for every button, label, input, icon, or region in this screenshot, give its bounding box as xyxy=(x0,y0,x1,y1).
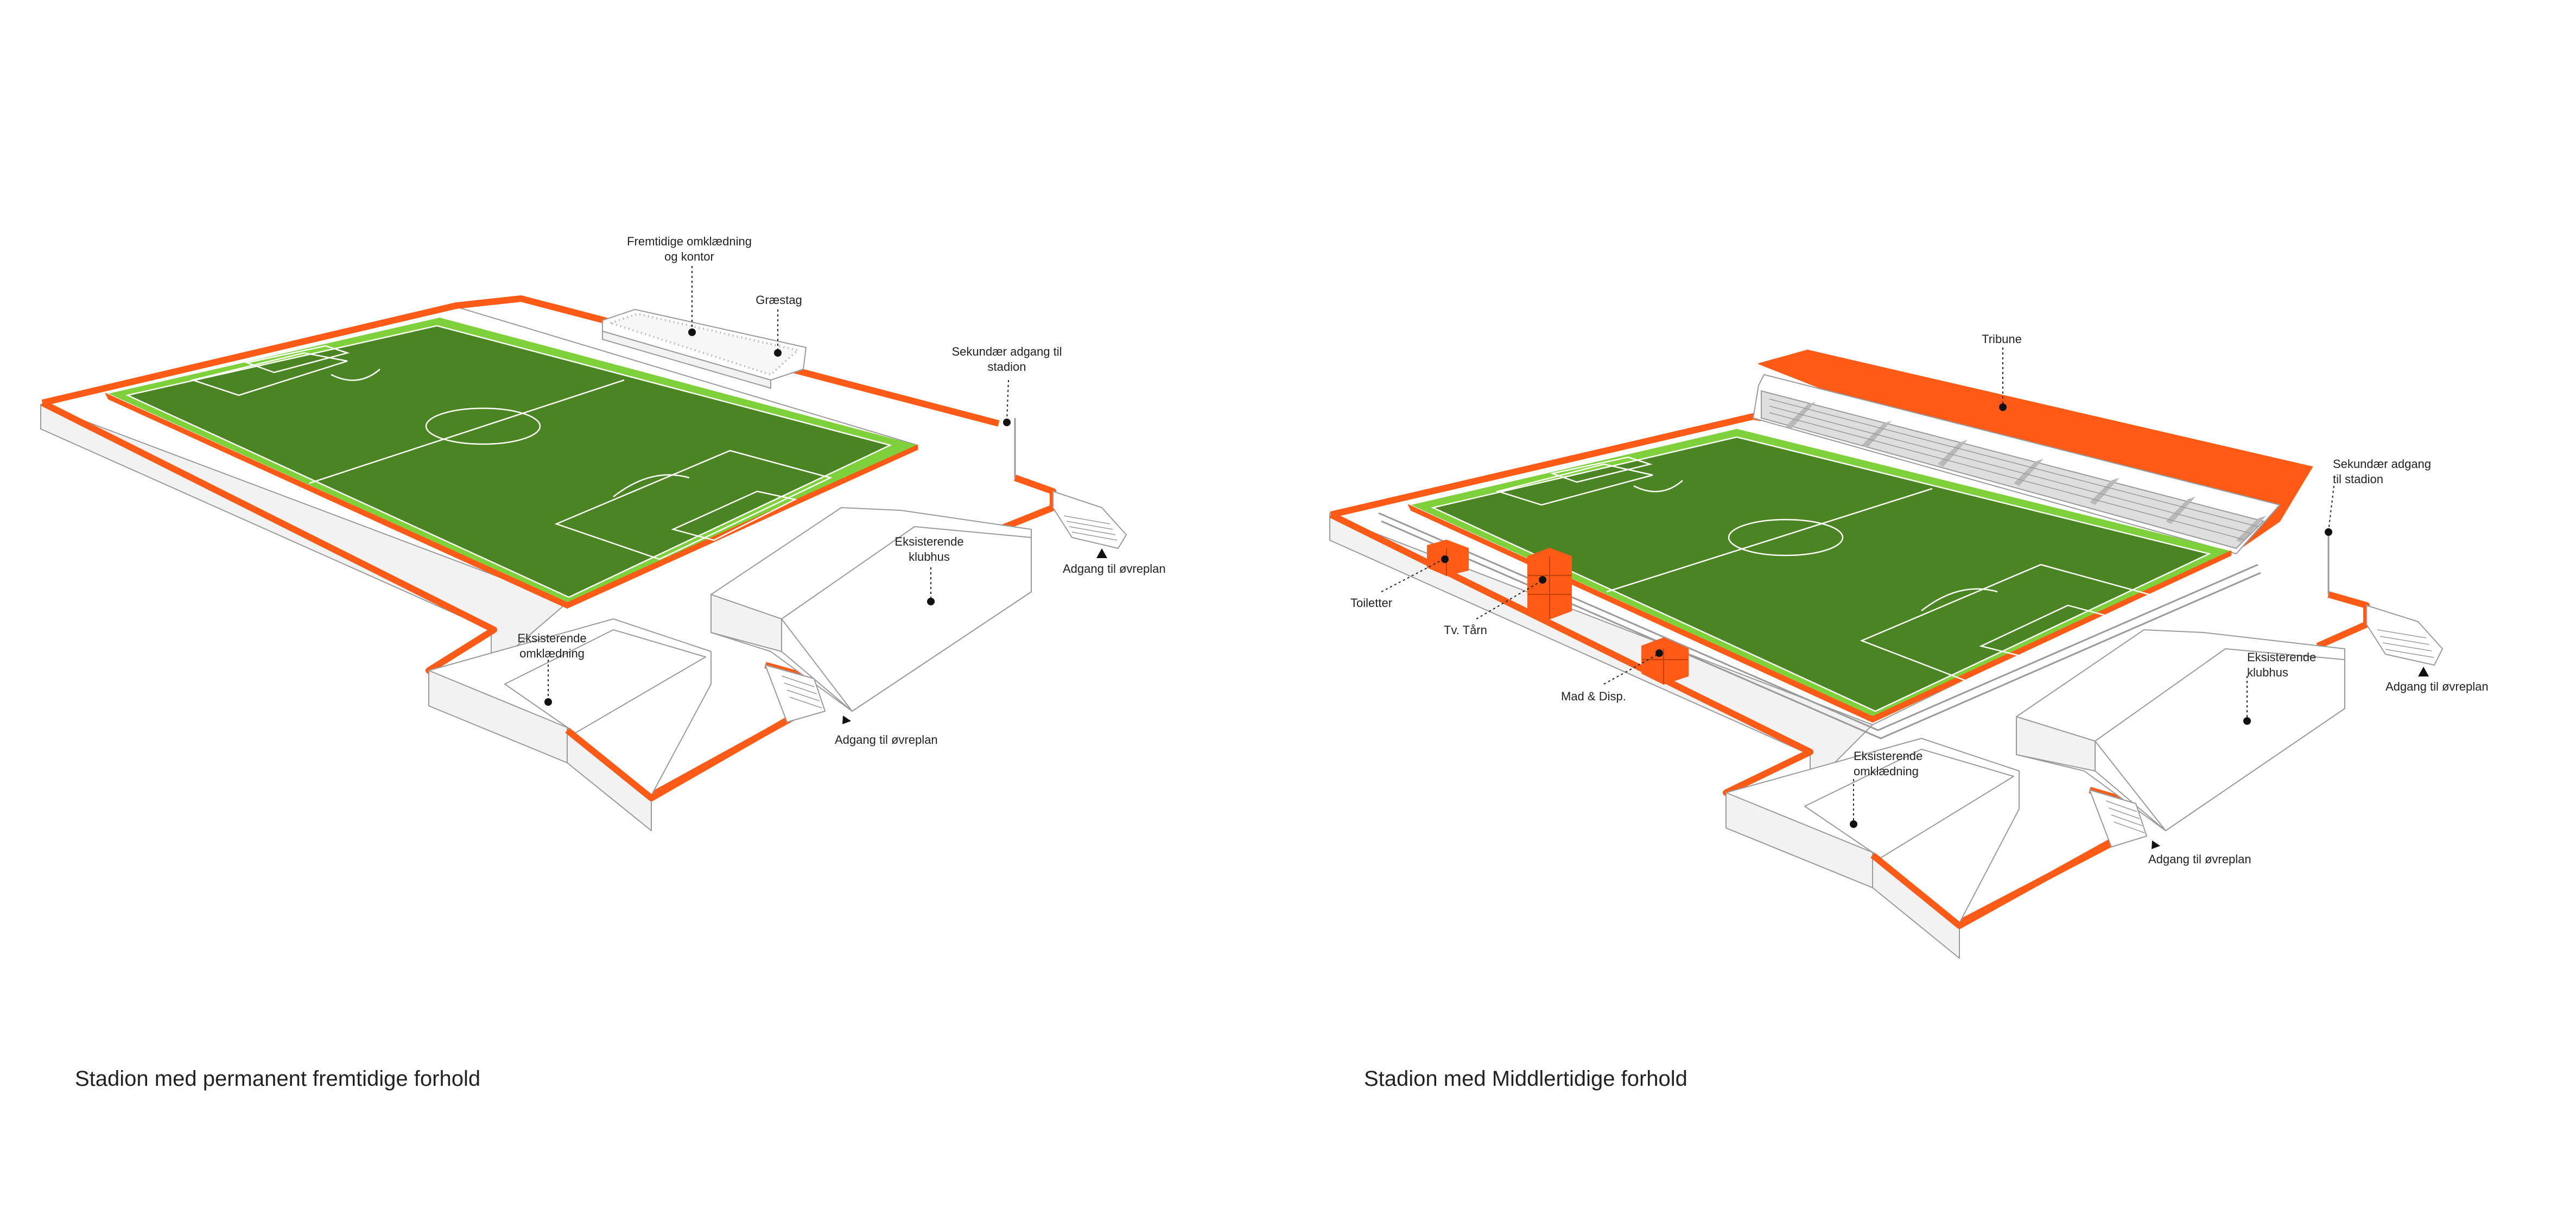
right-stadium-diagram: Tribune Sekundær adgang til stadion Toil… xyxy=(1329,332,2489,1091)
left-stadium-diagram: Fremtidige omklædning og kontor Græstag … xyxy=(40,235,1166,1091)
label-grass-roof: Græstag xyxy=(756,293,802,307)
left-callouts xyxy=(544,266,1107,724)
label-upper-access-bottom: Adgang til øvreplan xyxy=(2148,852,2251,866)
left-secondary-access-stair xyxy=(997,418,1127,549)
right-pitch xyxy=(1433,437,2209,711)
right-bottom-stair xyxy=(2089,789,2147,847)
label-tribune: Tribune xyxy=(1982,332,2022,346)
right-pitch-markings xyxy=(1431,436,2211,712)
label-upper-access-bottom: Adgang til øvreplan xyxy=(835,733,938,747)
right-caption: Stadion med Middlertidige forhold xyxy=(1364,1067,1687,1091)
tv-tower-unit xyxy=(1527,548,1572,619)
label-food: Mad & Disp. xyxy=(1561,690,1626,703)
label-tv-tower: Tv. Tårn xyxy=(1444,623,1487,637)
label-future-changing: Fremtidige omklædning xyxy=(627,235,752,248)
label-clubhouse: Eksisterende xyxy=(2247,650,2316,664)
right-pitch-rim xyxy=(1408,504,2231,723)
label-secondary-access-2: stadion xyxy=(988,360,1026,374)
label-upper-access-right: Adgang til øvreplan xyxy=(1063,562,1166,575)
left-future-changing-building xyxy=(602,309,807,389)
label-secondary-access: Sekundær adgang til xyxy=(951,345,1062,358)
left-pitch xyxy=(128,326,890,597)
right-tribune xyxy=(1753,350,2313,554)
right-secondary-access-stair xyxy=(2316,529,2443,666)
label-clubhouse-2: klubhus xyxy=(2247,666,2288,679)
right-changing-building xyxy=(1725,738,2137,959)
label-clubhouse-2: klubhus xyxy=(909,550,950,564)
right-callouts xyxy=(1381,347,2429,849)
label-toilets: Toiletter xyxy=(1350,596,1392,610)
left-clubhouse-building xyxy=(710,507,1032,712)
right-clubhouse-building xyxy=(2016,629,2345,831)
label-secondary-access: Sekundær adgang xyxy=(2333,457,2431,471)
left-caption: Stadion med permanent fremtidige forhold xyxy=(75,1067,480,1091)
label-changing-2: omklædning xyxy=(1854,764,1919,778)
label-changing: Eksisterende xyxy=(1854,749,1923,763)
label-clubhouse: Eksisterende xyxy=(894,535,963,548)
label-secondary-access-2: til stadion xyxy=(2333,472,2383,486)
label-future-changing-2: og kontor xyxy=(664,250,714,263)
food-unit xyxy=(1641,637,1689,685)
left-changing-building xyxy=(428,618,819,831)
label-upper-access-right: Adgang til øvreplan xyxy=(2385,680,2489,693)
label-changing: Eksisterende xyxy=(517,631,586,645)
left-bottom-stair xyxy=(765,665,826,723)
label-changing-2: omklædning xyxy=(519,647,585,660)
left-pitch-markings xyxy=(125,325,892,598)
left-pitch-rim xyxy=(105,393,918,609)
